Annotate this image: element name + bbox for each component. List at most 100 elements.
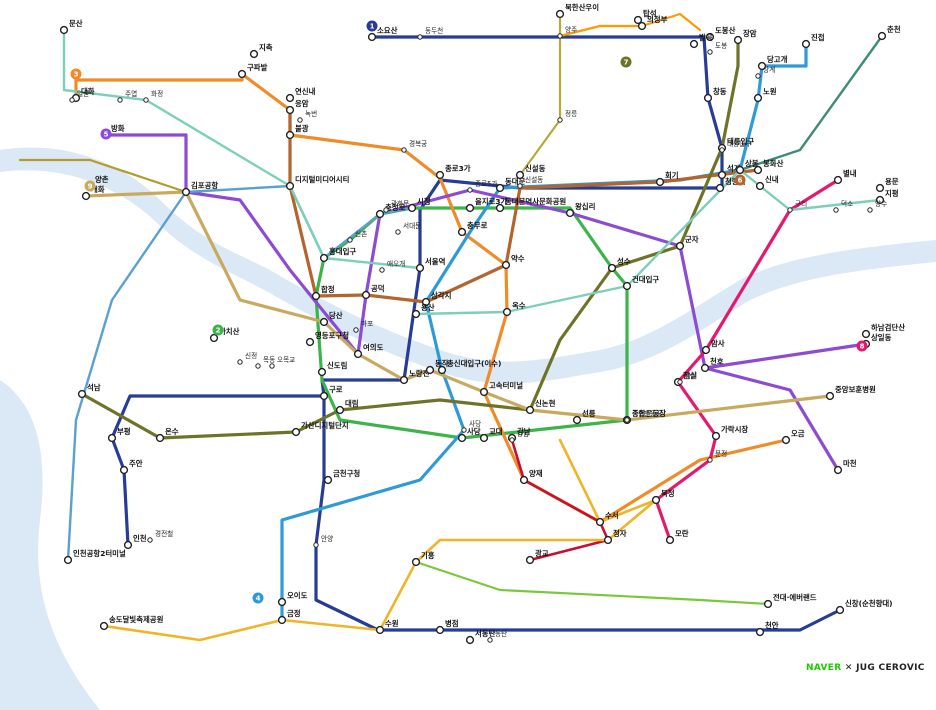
- station-sinnae-marker: [755, 181, 765, 191]
- station-digital-marker: [285, 181, 295, 191]
- station-byeongjeom-label: 병점: [445, 619, 459, 628]
- station-sinjeong-marker: [237, 359, 243, 365]
- station-dongjak-label: 동작: [435, 359, 449, 368]
- route-line5-6: [703, 366, 840, 472]
- station-euljiro3-marker: [465, 203, 475, 213]
- station-bonghwasan-marker: [753, 165, 763, 175]
- station-chungjeongno-marker: [375, 209, 385, 219]
- station-vhs-marker: [825, 391, 835, 401]
- line5-badge-label: 5: [104, 131, 109, 139]
- station-dongdaemun_hist-marker: [495, 203, 505, 213]
- line1-badge-label: 1: [370, 23, 375, 31]
- route-shinbundang-15: [510, 438, 610, 562]
- station-gyeongseodae-label: 경전철: [155, 529, 173, 538]
- station-nowon-marker: [753, 93, 763, 103]
- station-yeouido-marker: [353, 349, 363, 359]
- station-gangnam_sb-marker: [509, 437, 515, 443]
- route-line1-0: [314, 35, 842, 632]
- line9-badge-label: 9: [88, 183, 93, 191]
- station-danggogae-label: 당고개: [767, 55, 788, 64]
- station-seongnam-label: 석남: [87, 383, 101, 392]
- station-hapjeong-label: 합정: [321, 285, 335, 294]
- station-jichuk-label: 지축: [259, 43, 273, 52]
- station-dongdaemun-label: 동대문: [505, 177, 526, 186]
- station-geumcheon-marker: [323, 475, 333, 485]
- station-yangjae-label: 양재: [529, 469, 543, 478]
- station-juan-label: 주안: [129, 459, 143, 468]
- station-eungam-marker: [285, 105, 295, 115]
- route-gyeongchun-14: [738, 34, 884, 172]
- station-vhs-label: 중앙보훈병원: [835, 385, 876, 394]
- station-sinchon-marker: [347, 237, 353, 243]
- station-jongno3-label: 종로3가: [445, 164, 471, 173]
- station-mapo-label: 마포: [361, 319, 373, 328]
- station-bulgwang-marker: [285, 130, 295, 140]
- station-garak-label: 가락시장: [721, 425, 748, 434]
- station-munjeong-label: 문정: [715, 449, 727, 458]
- station-sindorim-label: 신도림: [327, 361, 347, 370]
- station-dobongsan-label: 도봉산: [715, 26, 736, 35]
- station-chungmuro-marker: [457, 227, 467, 237]
- station-yangju-marker: [557, 33, 563, 39]
- station-sindorim-marker: [317, 367, 327, 377]
- station-yaksu-marker: [501, 260, 511, 270]
- station-gasan-label: 가산디지털단지: [301, 421, 349, 430]
- west-sea: [0, 380, 100, 710]
- station-yongsan-marker: [411, 309, 421, 319]
- station-seolleung-marker: [572, 415, 582, 425]
- station-jeongja-marker: [603, 535, 613, 545]
- station-city_hall-label: 시청: [417, 197, 431, 206]
- station-hapjeong-marker: [311, 291, 321, 301]
- station-sinnae-label: 신내: [765, 175, 779, 184]
- station-kkachisan-label: 까치산: [219, 327, 240, 336]
- station-daerim-marker: [335, 405, 345, 415]
- station-gunja-marker: [675, 241, 685, 251]
- station-banghwa-label: 방화: [111, 124, 125, 133]
- station-samgakji-label: 삼각지: [431, 291, 451, 300]
- line4-badge-label: 4: [256, 595, 261, 603]
- station-jamsil-label: 잠실: [683, 371, 697, 380]
- station-suwon-marker: [375, 625, 385, 635]
- station-yeongdeungpo-label: 영등포구청: [315, 331, 349, 340]
- station-konkuk-label: 건대입구: [632, 275, 659, 284]
- station-munjeong-marker: [707, 457, 713, 463]
- station-gangnam_sb-label: 강남: [517, 429, 529, 438]
- station-munsan-marker: [59, 25, 69, 35]
- station-gyeongbokgung-label: 경복궁: [409, 139, 427, 148]
- station-giheung-label: 기흥: [421, 551, 435, 560]
- station-yongmun-label: 용문: [885, 177, 899, 186]
- station-sadang4-marker: [461, 427, 467, 433]
- station-gyeongseodae-marker: [147, 537, 153, 543]
- station-yeonsinnae-label: 연신내: [295, 87, 316, 96]
- station-ilsan-label: 일산: [77, 89, 89, 98]
- station-songdo-label: 송도달빛축제공원: [109, 615, 164, 624]
- station-juan-marker: [119, 465, 129, 475]
- station-ogeum-marker: [781, 435, 791, 445]
- station-hoegi-marker: [655, 177, 665, 187]
- station-jongno3-marker: [435, 170, 445, 180]
- route-line7-8: [80, 38, 740, 440]
- station-sinchang-marker: [835, 605, 845, 615]
- station-guro-marker: [319, 391, 329, 401]
- station-samgakji-marker: [421, 297, 431, 307]
- station-gwanggyo-marker: [525, 555, 535, 565]
- station-noryangjin-marker: [399, 375, 409, 385]
- station-seongsu-marker: [607, 263, 617, 273]
- station-gunja-label: 군자: [685, 235, 699, 244]
- station-jongno5-marker: [467, 187, 473, 193]
- station-yeouido-label: 여의도: [363, 343, 384, 352]
- station-dangsan-label: 당산: [329, 311, 343, 320]
- station-gwanggyo-label: 광교: [535, 549, 549, 558]
- station-balgok-label: 발곡: [699, 33, 713, 42]
- station-sinseol-marker: [515, 170, 525, 180]
- station-cheonho-label: 천호: [710, 357, 724, 366]
- station-deokso-label: 덕소: [841, 199, 853, 208]
- station-amsa-label: 암사: [711, 339, 725, 348]
- station-dongdaemun_hist-label: 동대문역사문화공원: [505, 197, 566, 206]
- station-giheung-marker: [411, 557, 421, 567]
- station-oksu-label: 옥수: [512, 301, 526, 310]
- station-jongno5-label: 종로5가: [475, 179, 497, 188]
- station-byeollae-marker: [833, 175, 843, 185]
- station-taereung-label: 태릉입구: [727, 137, 754, 146]
